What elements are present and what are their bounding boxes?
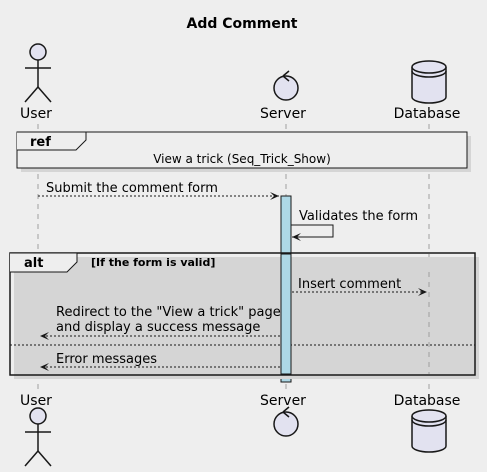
alt-label: alt [24, 256, 43, 271]
user-label-bottom: User [20, 393, 52, 409]
insert-message-label: Insert comment [298, 277, 401, 292]
user-actor-icon [24, 43, 52, 103]
diagram-title: Add Comment [187, 16, 298, 32]
alt-frame: alt [If the form is valid] [9, 252, 479, 379]
database-icon-bottom [411, 409, 447, 453]
redirect-message-line1: Redirect to the "View a trick" page [56, 305, 281, 320]
database-label-top: Database [394, 106, 461, 122]
validate-message-label: Validates the form [299, 209, 418, 224]
ref-frame: ref View a trick (Seq_Trick_Show) [16, 131, 471, 172]
server-control-icon-bottom [273, 406, 299, 437]
user-actor-icon-bottom [24, 407, 52, 467]
ref-text: View a trick (Seq_Trick_Show) [153, 152, 331, 166]
server-control-icon [273, 70, 299, 101]
submit-message-label: Submit the comment form [46, 181, 218, 196]
error-message-label: Error messages [56, 352, 157, 367]
validate-message-arrow [291, 224, 334, 241]
user-label-top: User [20, 106, 52, 122]
server-activation-overlay [280, 253, 292, 375]
server-label-bottom: Server [260, 393, 306, 409]
redirect-message-line2: and display a success message [56, 320, 260, 335]
server-label-top: Server [260, 106, 306, 122]
database-icon [411, 60, 447, 104]
ref-label: ref [30, 135, 51, 150]
alt-condition: [If the form is valid] [91, 256, 215, 269]
database-label-bottom: Database [394, 393, 461, 409]
